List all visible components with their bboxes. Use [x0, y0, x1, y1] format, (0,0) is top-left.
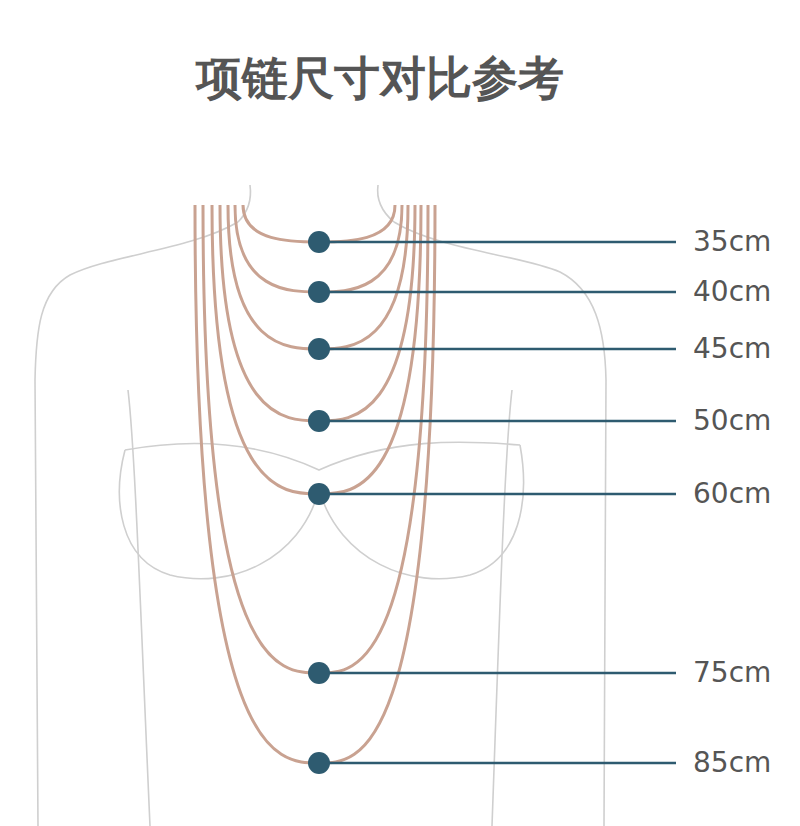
leader-line: [319, 291, 676, 294]
leader-line: [319, 493, 676, 496]
leader-line: [319, 672, 676, 675]
title: 项链尺寸对比参考: [0, 48, 760, 110]
leader-line: [319, 420, 676, 423]
marker-dot: [308, 752, 330, 774]
size-label: 75cm: [693, 658, 771, 689]
arm-inner-right: [492, 390, 512, 826]
size-label: 45cm: [693, 334, 771, 365]
leader-line: [319, 762, 676, 765]
marker-dot: [308, 662, 330, 684]
necklaces: [195, 205, 435, 763]
marker-dot: [308, 483, 330, 505]
leader-line: [319, 241, 676, 244]
size-label: 85cm: [693, 748, 771, 779]
size-label: 60cm: [693, 479, 771, 510]
leader-lines: [308, 231, 676, 774]
necklace-chain: [220, 205, 415, 421]
arm-inner-left: [128, 390, 150, 826]
necklace-chain: [235, 205, 402, 292]
size-label: 40cm: [693, 277, 771, 308]
leader-line: [319, 348, 676, 351]
body-outline: [35, 185, 606, 826]
marker-dot: [308, 281, 330, 303]
size-label: 35cm: [693, 227, 771, 258]
marker-dot: [308, 231, 330, 253]
bust-line: [125, 442, 520, 470]
necklace-chain: [195, 205, 435, 763]
size-label: 50cm: [693, 406, 771, 437]
necklace-chain: [203, 205, 428, 673]
bust-right: [319, 445, 523, 579]
marker-dot: [308, 410, 330, 432]
marker-dot: [308, 338, 330, 360]
necklace-chain: [228, 205, 408, 349]
